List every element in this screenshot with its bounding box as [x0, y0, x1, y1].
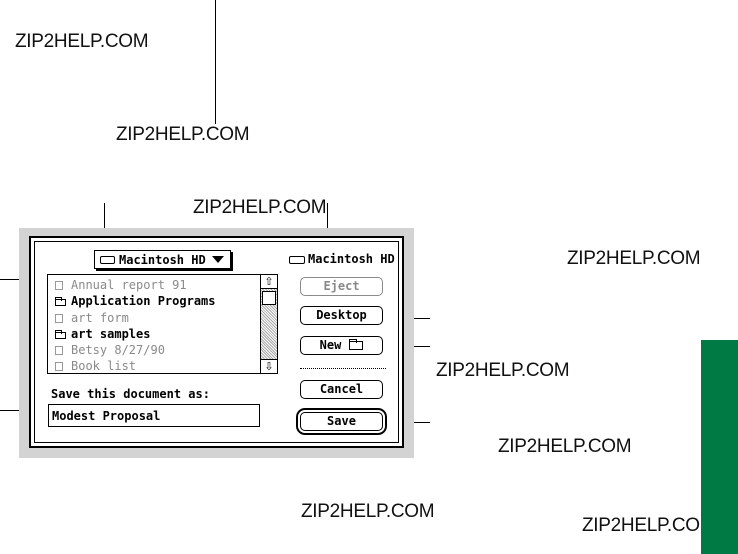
watermark-text: ZIP2HELP.COM: [567, 248, 701, 269]
desktop-button[interactable]: Desktop: [300, 306, 383, 325]
document-icon: [55, 346, 63, 356]
watermark-text: ZIP2HELP.COM: [193, 197, 327, 218]
document-icon: [55, 362, 63, 372]
list-item-label: Betsy 8/27/90: [71, 343, 165, 358]
list-item[interactable]: Application Programs: [52, 293, 257, 309]
document-icon: [55, 281, 63, 290]
watermark-text: ZIP2HELP.COM: [15, 31, 149, 52]
save-prompt-label: Save this document as:: [51, 387, 210, 401]
list-item[interactable]: Betsy 8/27/90: [52, 342, 257, 358]
watermark-text: ZIP2HELP.COM: [436, 360, 570, 381]
eject-button[interactable]: Eject: [300, 277, 383, 296]
list-item[interactable]: art samples: [52, 326, 257, 342]
popup-triangle-icon: [212, 256, 224, 263]
new-folder-button[interactable]: New: [300, 336, 383, 355]
watermark-text: ZIP2HELP.COM: [116, 124, 250, 145]
list-item-label: Annual report 91: [71, 278, 187, 292]
hard-disk-icon: [289, 256, 305, 264]
document-icon: [55, 313, 63, 323]
scroll-thumb[interactable]: [262, 291, 276, 305]
filename-field[interactable]: [48, 404, 260, 427]
list-item-label: Book list: [71, 359, 137, 374]
watermark-text: ZIP2HELP.COM: [301, 501, 435, 522]
file-list[interactable]: Annual report 91 Application Programs ar…: [47, 274, 278, 374]
save-button[interactable]: Save: [300, 412, 383, 431]
watermark-text: ZIP2HELP.COM: [498, 436, 632, 457]
callout-line: [215, 0, 216, 124]
volume-popup-label: Macintosh HD: [119, 253, 206, 267]
dialog-frame: [34, 241, 399, 443]
list-item-label: Application Programs: [71, 294, 216, 309]
vertical-scrollbar[interactable]: ⇧ ⇩: [260, 275, 277, 373]
file-rows: Annual report 91 Application Programs ar…: [52, 277, 257, 375]
list-item-label: art form: [71, 310, 129, 325]
hard-disk-icon: [100, 256, 115, 264]
disk-name: Macintosh HD: [308, 252, 395, 266]
list-item[interactable]: Annual report 91: [52, 277, 257, 293]
callout-line: [104, 203, 105, 250]
watermark-text: ZIP2HELP.COM: [582, 515, 716, 536]
list-item[interactable]: Book list: [52, 358, 257, 374]
volume-popup-menu[interactable]: Macintosh HD: [94, 250, 231, 269]
button-separator: [300, 368, 386, 369]
list-item[interactable]: art form: [52, 310, 257, 326]
filename-input[interactable]: [52, 408, 252, 424]
section-tab: [701, 340, 738, 554]
folder-icon: [55, 329, 66, 339]
new-button-label: New: [319, 338, 342, 352]
folder-icon: [349, 339, 364, 350]
list-item-label: art samples: [71, 326, 151, 341]
folder-icon: [55, 297, 66, 307]
cancel-button[interactable]: Cancel: [300, 380, 383, 399]
scroll-down-arrow-icon[interactable]: ⇩: [261, 359, 277, 373]
scroll-up-arrow-icon[interactable]: ⇧: [261, 275, 277, 289]
